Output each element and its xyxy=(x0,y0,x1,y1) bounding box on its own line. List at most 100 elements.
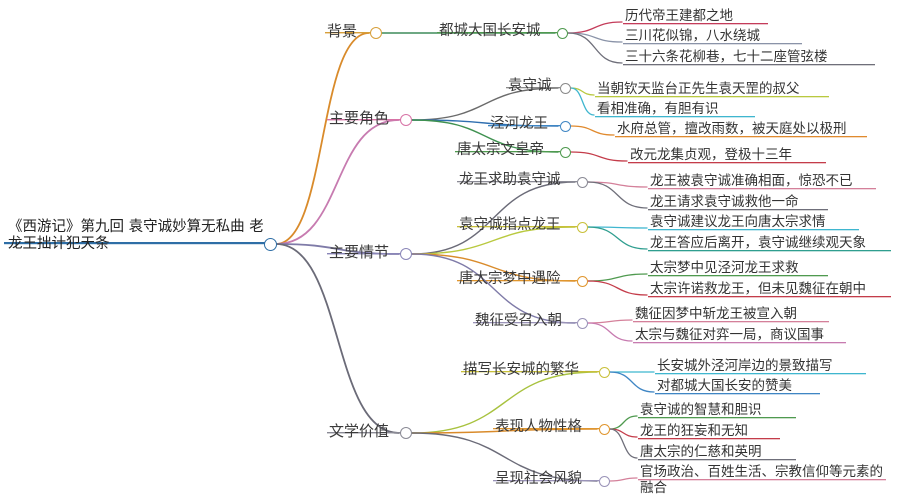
connector xyxy=(411,87,559,121)
node-handle[interactable] xyxy=(400,114,412,126)
node-handle[interactable] xyxy=(576,221,588,233)
leaf-label[interactable]: 龙王请求袁守诚救他一命 xyxy=(650,194,799,210)
leaf-label[interactable]: 龙王被袁守诚准确相面，惊恐不已 xyxy=(650,173,853,189)
leaf-label[interactable]: 魏征因梦中斩龙王被宣入朝 xyxy=(635,306,797,322)
connector xyxy=(570,125,615,136)
leaf-label[interactable]: 三川花似锦，八水绕城 xyxy=(625,28,760,44)
leaf-label[interactable]: 太宗梦中见泾河龙王求救 xyxy=(650,260,799,276)
node-underline xyxy=(638,479,886,481)
node-underline xyxy=(327,253,401,255)
node-handle[interactable] xyxy=(559,146,571,158)
leaf-label[interactable]: 袁守诚的智慧和胆识 xyxy=(640,402,762,418)
connector xyxy=(275,119,400,245)
subbranch-label-role-taizong[interactable]: 唐太宗文皇帝 xyxy=(457,142,544,158)
leaf-label[interactable]: 对都城大国长安的赞美 xyxy=(657,378,792,394)
connector xyxy=(609,428,638,459)
subbranch-label-value-character[interactable]: 表现人物性格 xyxy=(495,419,582,435)
connector xyxy=(411,119,559,153)
connector xyxy=(567,21,623,34)
node-handle[interactable] xyxy=(263,237,277,251)
subbranch-label-plot-weizheng[interactable]: 魏征受召入朝 xyxy=(475,313,562,329)
subbranch-label-role-yuan[interactable]: 袁守诚 xyxy=(508,78,552,94)
node-underline xyxy=(457,280,577,282)
connector xyxy=(275,243,400,434)
leaf-label[interactable]: 唐太宗的仁慈和英明 xyxy=(640,444,762,460)
node-handle[interactable] xyxy=(576,176,588,188)
connector xyxy=(411,181,576,255)
node-underline xyxy=(506,87,560,89)
node-handle[interactable] xyxy=(559,82,571,94)
leaf-label[interactable]: 三十六条花柳巷，七十二座管弦楼 xyxy=(625,49,828,65)
node-underline xyxy=(628,162,826,164)
branch-label-plot[interactable]: 主要情节 xyxy=(329,243,390,261)
node-underline xyxy=(595,96,829,98)
subbranch-label-role-dragon[interactable]: 泾河龙王 xyxy=(490,116,548,132)
connector xyxy=(411,432,598,482)
node-handle[interactable] xyxy=(400,248,412,260)
node-underline xyxy=(648,275,828,277)
connector xyxy=(587,273,648,282)
leaf-label[interactable]: 历代帝王建都之地 xyxy=(625,8,733,24)
connector xyxy=(587,322,633,342)
node-underline xyxy=(493,428,599,430)
connector xyxy=(587,280,648,296)
subbranch-label-plot-dream[interactable]: 唐太宗梦中遇险 xyxy=(459,271,561,287)
connector xyxy=(275,32,370,245)
node-handle[interactable] xyxy=(576,317,588,329)
leaf-label[interactable]: 当朝钦天监台正先生袁天罡的叔父 xyxy=(597,81,800,97)
leaf-label[interactable]: 太宗许诺救龙王，但未见魏征在朝中 xyxy=(650,281,866,297)
node-underline xyxy=(595,116,755,118)
connector xyxy=(609,371,655,393)
node-handle[interactable] xyxy=(556,27,568,39)
leaf-label[interactable]: 龙王答应后离开，袁守诚继续观天象 xyxy=(650,235,866,251)
node-underline xyxy=(633,321,829,323)
node-underline xyxy=(473,322,577,324)
subbranch-label-plot-guide[interactable]: 袁守诚指点龙王 xyxy=(459,217,561,233)
connector xyxy=(411,253,576,324)
node-underline xyxy=(638,459,796,461)
root-node-label[interactable]: 《西游记》第九回 袁守诚妙算无私曲 老龙王拙计犯天条 xyxy=(8,219,264,253)
connector xyxy=(587,181,648,209)
node-handle[interactable] xyxy=(400,427,412,439)
branch-label-value[interactable]: 文学价值 xyxy=(329,422,390,440)
node-underline xyxy=(325,32,371,34)
node-handle[interactable] xyxy=(576,275,588,287)
node-underline xyxy=(655,393,820,395)
subbranch-label-value-society[interactable]: 呈现社会风貌 xyxy=(495,471,582,487)
leaf-label[interactable]: 水府总管，擅改雨数，被天庭处以极刑 xyxy=(617,121,847,137)
subbranch-label-bg-changan[interactable]: 都城大国长安城 xyxy=(439,23,541,39)
node-handle[interactable] xyxy=(370,27,382,39)
node-handle[interactable] xyxy=(598,423,610,435)
node-underline xyxy=(455,151,560,153)
leaf-label[interactable]: 袁守诚建议龙王向唐太宗求情 xyxy=(650,214,826,230)
connector xyxy=(567,32,623,64)
connector xyxy=(587,319,633,324)
connector xyxy=(411,253,576,282)
node-handle[interactable] xyxy=(598,366,610,378)
leaf-label[interactable]: 改元龙集贞观，登极十三年 xyxy=(630,147,792,163)
node-underline xyxy=(655,373,866,375)
leaf-label[interactable]: 长安城外泾河岸边的景致描写 xyxy=(657,358,833,374)
subbranch-label-plot-help[interactable]: 龙王求助袁守诚 xyxy=(459,172,561,188)
node-underline xyxy=(327,119,401,121)
subbranch-label-value-prosper[interactable]: 描写长安城的繁华 xyxy=(463,362,579,378)
connector xyxy=(411,371,598,434)
node-underline xyxy=(638,438,780,440)
node-handle[interactable] xyxy=(559,120,571,132)
leaf-label[interactable]: 看相准确，有胆有识 xyxy=(597,101,719,117)
node-underline xyxy=(648,250,891,252)
node-underline xyxy=(457,226,577,228)
leaf-label[interactable]: 官场政治、百姓生活、宗教信仰等元素的融合 xyxy=(640,464,883,496)
node-handle[interactable] xyxy=(598,475,610,487)
node-underline xyxy=(648,209,828,211)
node-underline xyxy=(623,23,768,25)
node-underline xyxy=(638,417,796,419)
branch-label-role[interactable]: 主要角色 xyxy=(329,109,390,127)
leaf-label[interactable]: 太宗与魏征对弈一局，商议国事 xyxy=(635,327,824,343)
leaf-label[interactable]: 龙王的狂妄和无知 xyxy=(640,423,748,439)
branch-label-bg[interactable]: 背景 xyxy=(327,22,358,40)
node-underline xyxy=(615,136,867,138)
node-underline xyxy=(461,371,599,373)
connector xyxy=(570,151,628,162)
